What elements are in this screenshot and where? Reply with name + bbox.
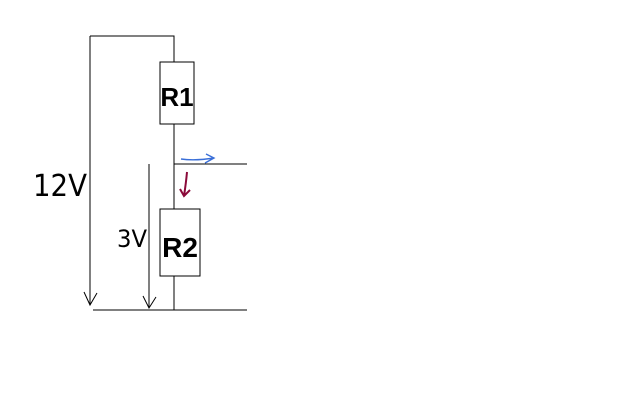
total-voltage-arrow: [83, 36, 98, 307]
r2-current-arrow: [179, 171, 191, 198]
output-current-arrow: [180, 153, 216, 164]
r2-resistor: [159, 208, 201, 277]
bottom-wire: [93, 276, 247, 311]
r2-label: R2: [162, 232, 198, 263]
top-wire: [90, 35, 175, 62]
r1-label: R1: [160, 82, 193, 112]
r2-voltage-label: 3V: [117, 225, 148, 253]
total-voltage-label: 12V: [33, 169, 87, 204]
r2-voltage-arrow: [142, 164, 157, 310]
r1-resistor: [159, 61, 195, 125]
